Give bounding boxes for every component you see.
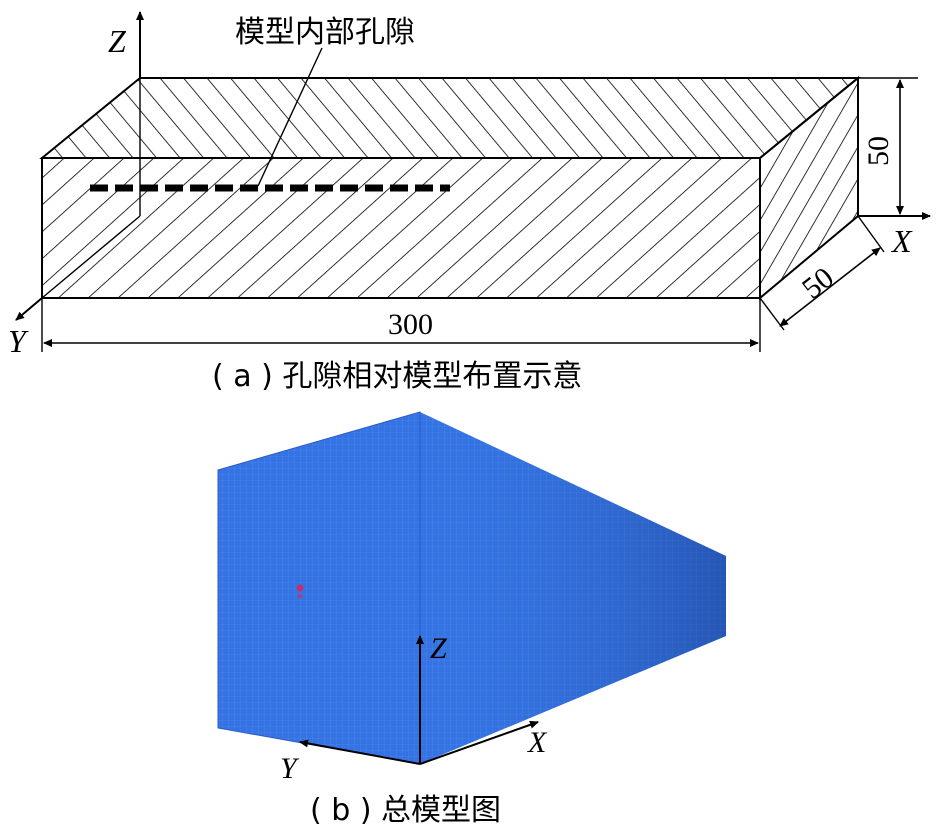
axis-y-line — [15, 297, 43, 321]
mesh-front-face — [218, 412, 420, 764]
hidden-edge-depth — [41, 215, 141, 299]
mesh-side-shade — [420, 412, 726, 764]
caption-a: ( a ) 孔隙相对模型布置示意 — [212, 359, 582, 394]
dim-length-label: 300 — [388, 308, 433, 341]
pore-leader-line — [257, 47, 323, 187]
panel-a: 模型内部孔隙 Z Y X 50 50 300 ( a ) 孔隙相对模型布置示意 — [8, 11, 931, 394]
box-top-face — [39, 77, 861, 159]
pore-marker — [296, 584, 304, 599]
axis-x-line-b — [419, 720, 539, 765]
axis-y-label: Y — [8, 323, 29, 359]
dim-height-label: 50 — [862, 136, 895, 166]
axis-x-label: X — [890, 223, 913, 259]
dim-depth-ext-b — [857, 215, 885, 253]
dim-depth-label: 50 — [796, 261, 840, 305]
panel-b: Z Y X ( b ) 总模型图 — [217, 411, 726, 828]
box-front-face — [41, 157, 761, 299]
pore-label: 模型内部孔隙 — [235, 15, 415, 50]
caption-b: ( b ) 总模型图 — [310, 793, 501, 828]
axis-y-label-b: Y — [280, 752, 300, 785]
axis-y-line-b — [299, 739, 421, 765]
axis-z-label-b: Z — [430, 632, 447, 665]
dim-depth-arrow — [779, 247, 881, 327]
axis-z-label: Z — [108, 23, 127, 59]
axis-x-label-b: X — [527, 726, 548, 759]
